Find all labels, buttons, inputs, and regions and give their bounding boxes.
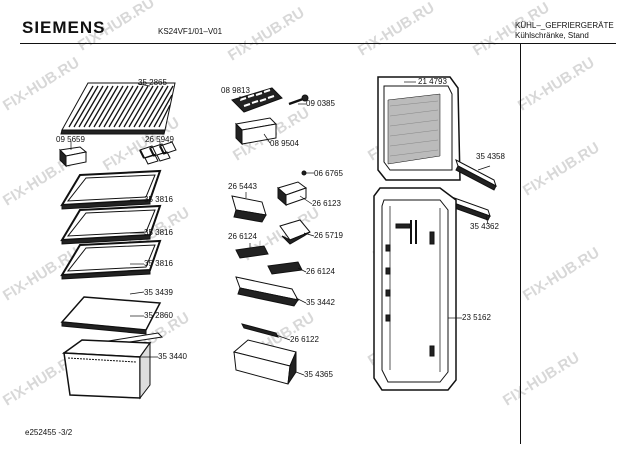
part-label: 35 2865: [138, 78, 167, 87]
freezer-door: [377, 76, 461, 181]
category-title: KÜHL–_GEFRIERGERÄTE: [515, 21, 614, 30]
brand-logo: SIEMENS: [22, 18, 106, 37]
fridge-door: [373, 187, 457, 391]
part-label: 35 2860: [144, 311, 173, 320]
butter-lid: [276, 181, 308, 207]
part-label: 09 0385: [306, 99, 335, 108]
part-label: 21 4793: [418, 77, 447, 86]
key-part: [288, 94, 309, 106]
part-label: 35 4365: [304, 370, 333, 379]
leader-lines: [70, 81, 491, 376]
door-shelf-small: [231, 195, 267, 223]
part-label: 35 3816: [144, 259, 173, 268]
part-label: 35 4358: [476, 152, 505, 161]
part-label: 26 6123: [312, 199, 341, 208]
door-handle-bar: [455, 158, 497, 191]
category-subtitle: Kühlschränke, Stand: [515, 31, 589, 40]
glass-shelf-1: [60, 169, 162, 210]
part-label: 35 3439: [144, 288, 173, 297]
header-divider: [20, 43, 616, 44]
shelf-clips: [139, 141, 177, 165]
document-id: e252455 -3/2: [25, 428, 73, 437]
part-label: 08 9813: [221, 86, 250, 95]
butter-compartment: [58, 146, 88, 168]
part-label: 08 9504: [270, 139, 299, 148]
crisper-cover: [60, 296, 164, 347]
part-label: 35 4362: [470, 222, 499, 231]
part-label: 26 6124: [228, 232, 257, 241]
ice-cube-tray: [231, 87, 283, 113]
right-column-divider: [520, 44, 521, 444]
part-label: 26 5949: [145, 135, 174, 144]
part-label: 35 3816: [144, 228, 173, 237]
part-label: 35 3440: [158, 352, 187, 361]
part-label: 26 5443: [228, 182, 257, 191]
part-label: 09 5659: [56, 135, 85, 144]
part-label: 26 6124: [306, 267, 335, 276]
crisper-drawer: [61, 339, 152, 400]
egg-tray-1: [235, 245, 269, 259]
egg-tray-2: [267, 261, 303, 275]
part-label: 23 5162: [462, 313, 491, 322]
part-label: 26 5719: [314, 231, 343, 240]
part-label: 26 6122: [290, 335, 319, 344]
butter-tray: [279, 219, 311, 245]
door-shelf-medium: [235, 276, 299, 307]
wire-shelf: [60, 82, 176, 135]
model-number: KS24VF1/01–V01: [158, 27, 223, 36]
glass-shelf-3: [60, 239, 162, 280]
glass-shelf-2: [60, 204, 162, 245]
bottle-shelf: [232, 339, 297, 385]
part-label: 06 6765: [314, 169, 343, 178]
bottle-divider: [241, 323, 279, 338]
part-label: 35 3816: [144, 195, 173, 204]
part-label: 35 3442: [306, 298, 335, 307]
